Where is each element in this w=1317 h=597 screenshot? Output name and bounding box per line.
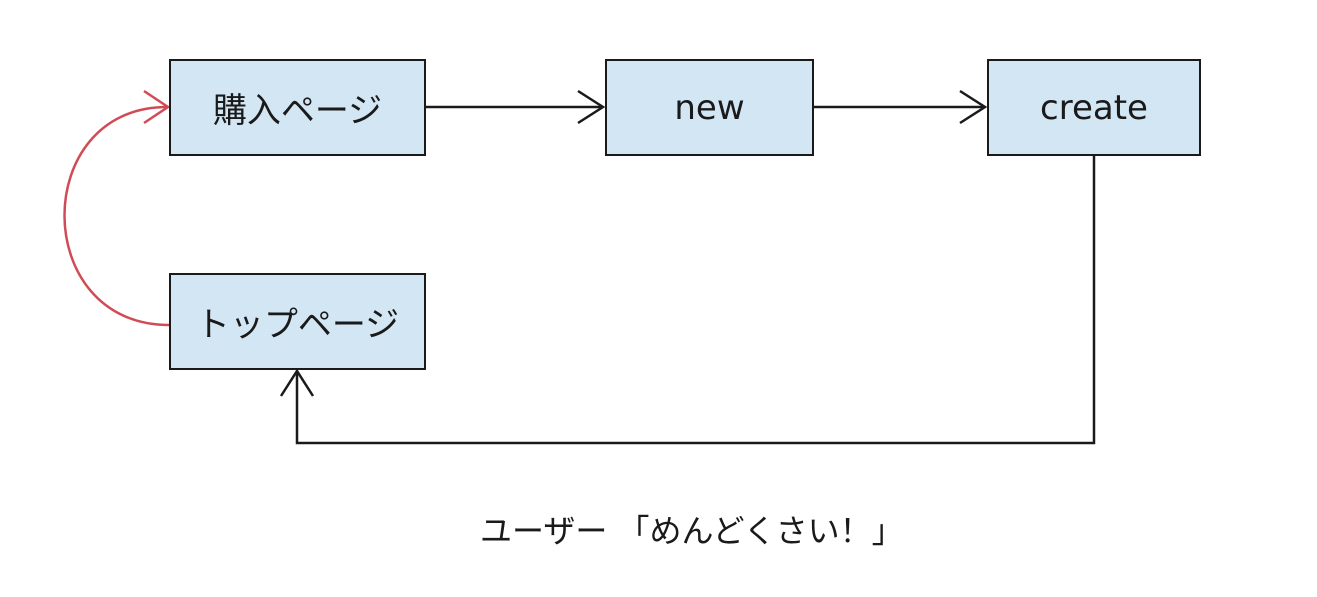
node-purchase-page-label: 購入ページ (212, 91, 383, 131)
node-top-page: トップページ (169, 273, 426, 370)
arrowhead-purchase-icon (143, 89, 171, 125)
edge-top-to-purchase (63, 105, 170, 327)
node-purchase-page: 購入ページ (169, 59, 426, 156)
node-top-page-label: トップページ (195, 305, 400, 345)
edge-create-to-top (295, 156, 1096, 445)
arrowhead-new-icon (577, 89, 606, 125)
node-new: new (605, 59, 814, 156)
arrowhead-top-icon (279, 368, 315, 397)
node-create-label: create (1040, 87, 1148, 128)
node-create: create (987, 59, 1201, 156)
node-new-label: new (674, 87, 745, 128)
user-quote-caption: ユーザー 「めんどくさい！」 (480, 512, 904, 550)
arrowhead-create-icon (959, 89, 988, 125)
